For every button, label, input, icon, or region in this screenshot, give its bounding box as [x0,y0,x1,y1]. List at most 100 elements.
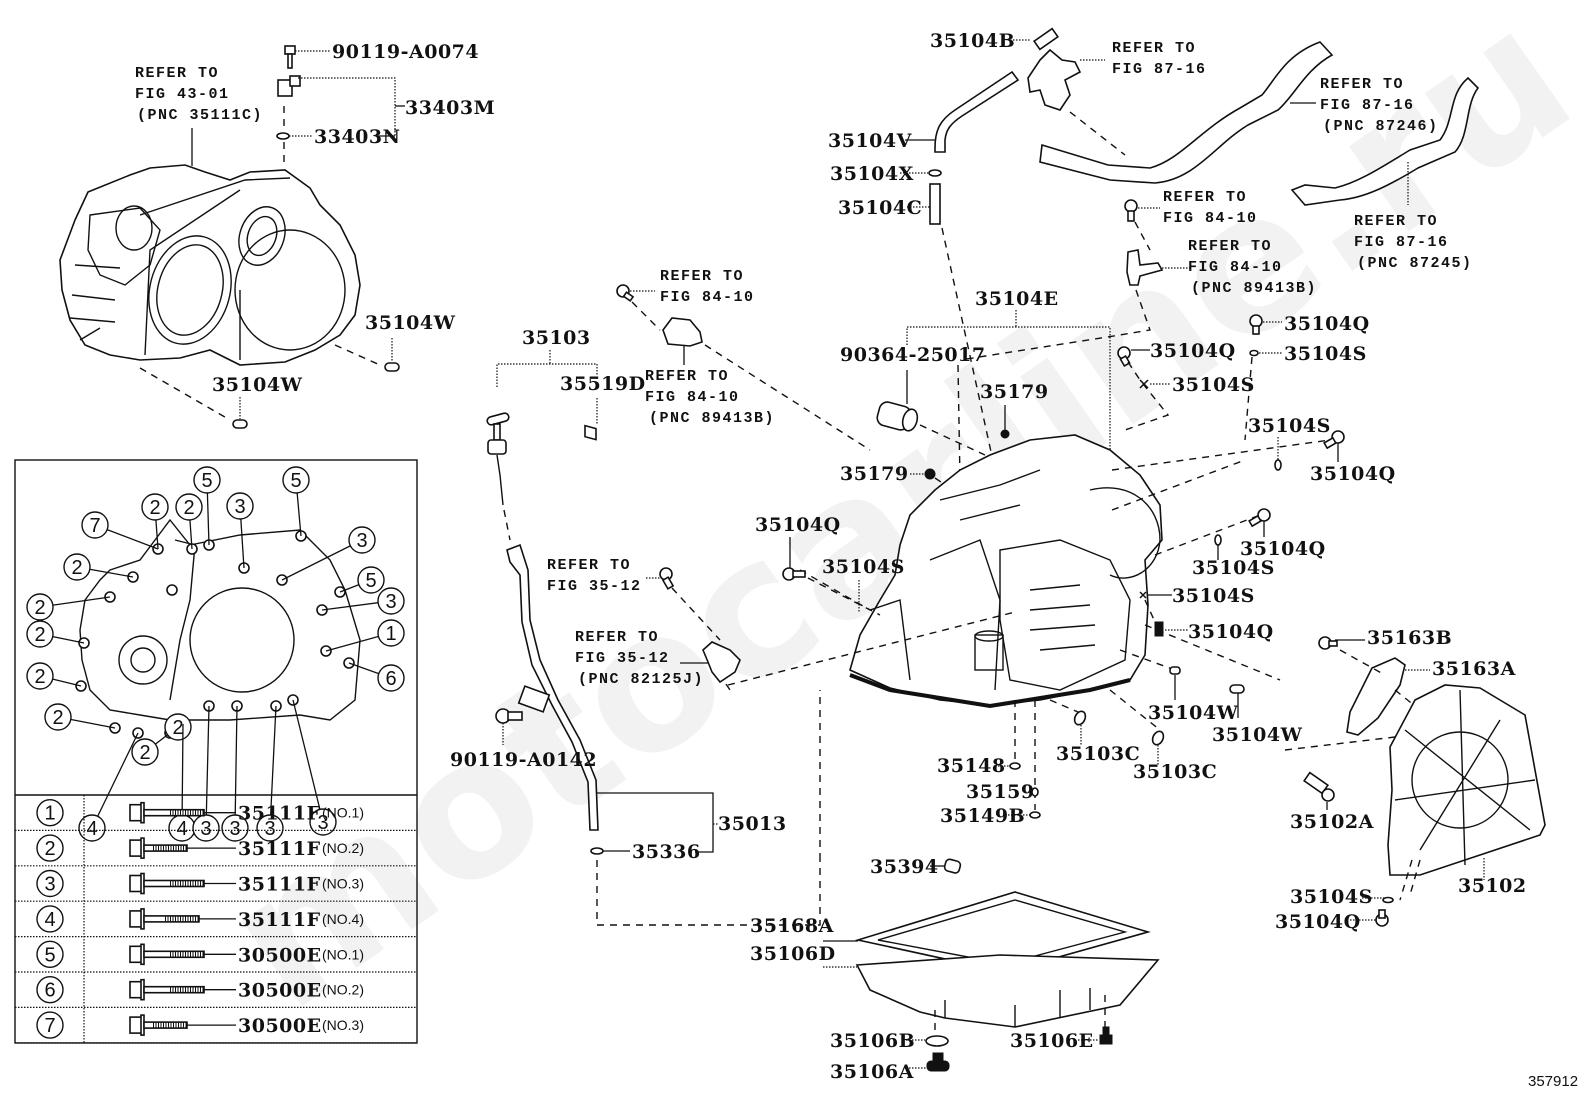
label-35104V[interactable]: 35104V [828,130,913,152]
label-35104S-2[interactable]: 35104S [1172,374,1255,396]
label-35104S-3[interactable]: 35104S [1248,415,1331,437]
label-35103C-b[interactable]: 35103C [1133,761,1217,783]
bolt-icon[interactable] [782,567,806,581]
washer-icon[interactable] [1382,896,1394,904]
label-35103[interactable]: 35103 [522,327,591,349]
o-ring-icon[interactable] [1151,730,1166,747]
gasket-icon[interactable] [1009,762,1021,770]
label-35102A[interactable]: 35102A [1290,811,1374,833]
bushing-icon[interactable] [875,400,919,432]
label-35104W-b[interactable]: 35104W [212,374,303,396]
reference-fig-87-16-c[interactable]: REFER TO FIG 87-16 (PNC 87245) [1354,213,1473,272]
row-part-number[interactable]: 35111F [238,874,321,896]
row-part-number[interactable]: 35111F [238,909,321,931]
reference-fig-87-16-a[interactable]: REFER TO FIG 87-16 [1112,40,1207,78]
row-part-number[interactable]: 35111F [238,803,321,825]
label-35168A[interactable]: 35168A [750,915,834,937]
label-35179-a[interactable]: 35179 [980,381,1049,403]
label-35106A[interactable]: 35106A [830,1061,914,1083]
cover-bracket-icon[interactable] [1346,657,1406,736]
bolt-icon[interactable] [1117,346,1131,368]
reference-fig-87-16-b[interactable]: REFER TO FIG 87-16 (PNC 87246) [1320,76,1439,135]
label-90119-A0074[interactable]: 90119-A0074 [332,41,479,63]
o-ring-icon[interactable] [1073,710,1088,727]
label-35336[interactable]: 35336 [632,841,701,863]
washer-icon[interactable] [1214,534,1222,546]
label-35519D[interactable]: 35519D [560,373,646,395]
row-part-number[interactable]: 35111F [238,838,321,860]
row-part-number[interactable]: 30500E [238,944,322,966]
label-35104E[interactable]: 35104E [975,288,1059,310]
breather-hose-icon[interactable] [934,70,1020,153]
tube-bracket-icon[interactable] [517,685,551,713]
bolt-callout[interactable]: 3 [221,814,249,842]
label-35104Q-1[interactable]: 35104Q [1284,313,1370,335]
reference-fig-84-10-c[interactable]: REFER TO FIG 84-10 [1163,189,1258,227]
bolt-callout[interactable]: 3 [348,526,376,554]
row-part-number[interactable]: 30500E [238,1015,322,1037]
label-35149B[interactable]: 35149B [940,805,1025,827]
o-ring-33403N-icon[interactable] [276,132,290,140]
label-35106E[interactable]: 35106E [1010,1030,1094,1052]
o-ring-35336-icon[interactable] [590,847,604,855]
bolt-icon[interactable] [1303,771,1335,802]
bolt-callout[interactable]: 2 [26,620,54,648]
label-35179-b[interactable]: 35179 [840,463,909,485]
label-35104S-5[interactable]: 35104S [1172,585,1255,607]
dowel-pin-icon[interactable] [384,362,400,372]
label-35104W-a[interactable]: 35104W [365,312,456,334]
label-35104X[interactable]: 35104X [830,163,914,185]
label-35104Q-4[interactable]: 35104Q [1240,538,1326,560]
bolt-callout[interactable]: 7 [81,511,109,539]
label-35104B[interactable]: 35104B [930,30,1015,52]
label-35104Q-7[interactable]: 35104Q [1275,911,1361,933]
bolt-callout[interactable]: 2 [164,713,192,741]
bolt-icon[interactable] [616,284,635,303]
reference-fig-84-10-a[interactable]: REFER TO FIG 84-10 [660,268,755,306]
label-35104S-4[interactable]: 35104S [1192,557,1275,579]
bolt-90119-A0074-icon[interactable] [284,45,296,69]
dowel-pin-icon[interactable] [1169,666,1181,675]
bolt-callout[interactable]: 2 [63,553,91,581]
washer-icon[interactable] [1139,591,1147,599]
label-33403M[interactable]: 33403M [405,97,495,119]
breather-plug-icon[interactable] [1033,27,1059,51]
radiator-hose-87245-icon[interactable] [1290,76,1480,206]
label-35163A[interactable]: 35163A [1432,658,1516,680]
reference-fig-84-10-b[interactable]: REFER TO FIG 84-10 (PNC 89413B) [645,368,775,427]
bolt-callout[interactable]: 2 [141,493,169,521]
label-35106B[interactable]: 35106B [830,1030,915,1052]
o-ring-icon[interactable] [1029,811,1041,819]
oil-pan-icon[interactable] [855,954,1160,1028]
label-90364-25017[interactable]: 90364-25017 [840,344,986,366]
bolt-icon[interactable] [1249,314,1263,335]
radiator-hose-87246-icon[interactable] [1039,41,1334,184]
washer-icon[interactable] [1274,459,1282,471]
label-35163B[interactable]: 35163B [1367,627,1452,649]
bolt-icon[interactable] [1248,508,1271,528]
label-35106D[interactable]: 35106D [750,943,836,965]
o-ring-35104X-icon[interactable] [928,169,942,177]
bolt-icon[interactable] [1154,621,1164,637]
label-35159[interactable]: 35159 [966,781,1035,803]
label-33403N[interactable]: 33403N [314,126,400,148]
label-35104S-1[interactable]: 35104S [1284,343,1367,365]
speedometer-sleeve-icon[interactable] [277,75,301,97]
washer-icon[interactable] [1249,349,1259,357]
bolt-icon[interactable] [1318,636,1338,650]
bolt-callout[interactable]: 5 [282,466,310,494]
reference-fig-43-01[interactable]: REFER TO FIG 43-01 (PNC 35111C) [135,65,263,124]
reference-fig-35-12-b[interactable]: REFER TO FIG 35-12 (PNC 82125J) [575,629,704,688]
bolt-callout[interactable]: 3 [226,492,254,520]
breather-union-icon[interactable] [929,183,941,225]
drain-plug-icon[interactable] [926,1052,950,1072]
bolt-callout[interactable]: 5 [193,466,221,494]
label-35102[interactable]: 35102 [1458,875,1527,897]
drain-gasket-icon[interactable] [925,1035,949,1047]
dowel-pin-icon[interactable] [232,419,248,429]
